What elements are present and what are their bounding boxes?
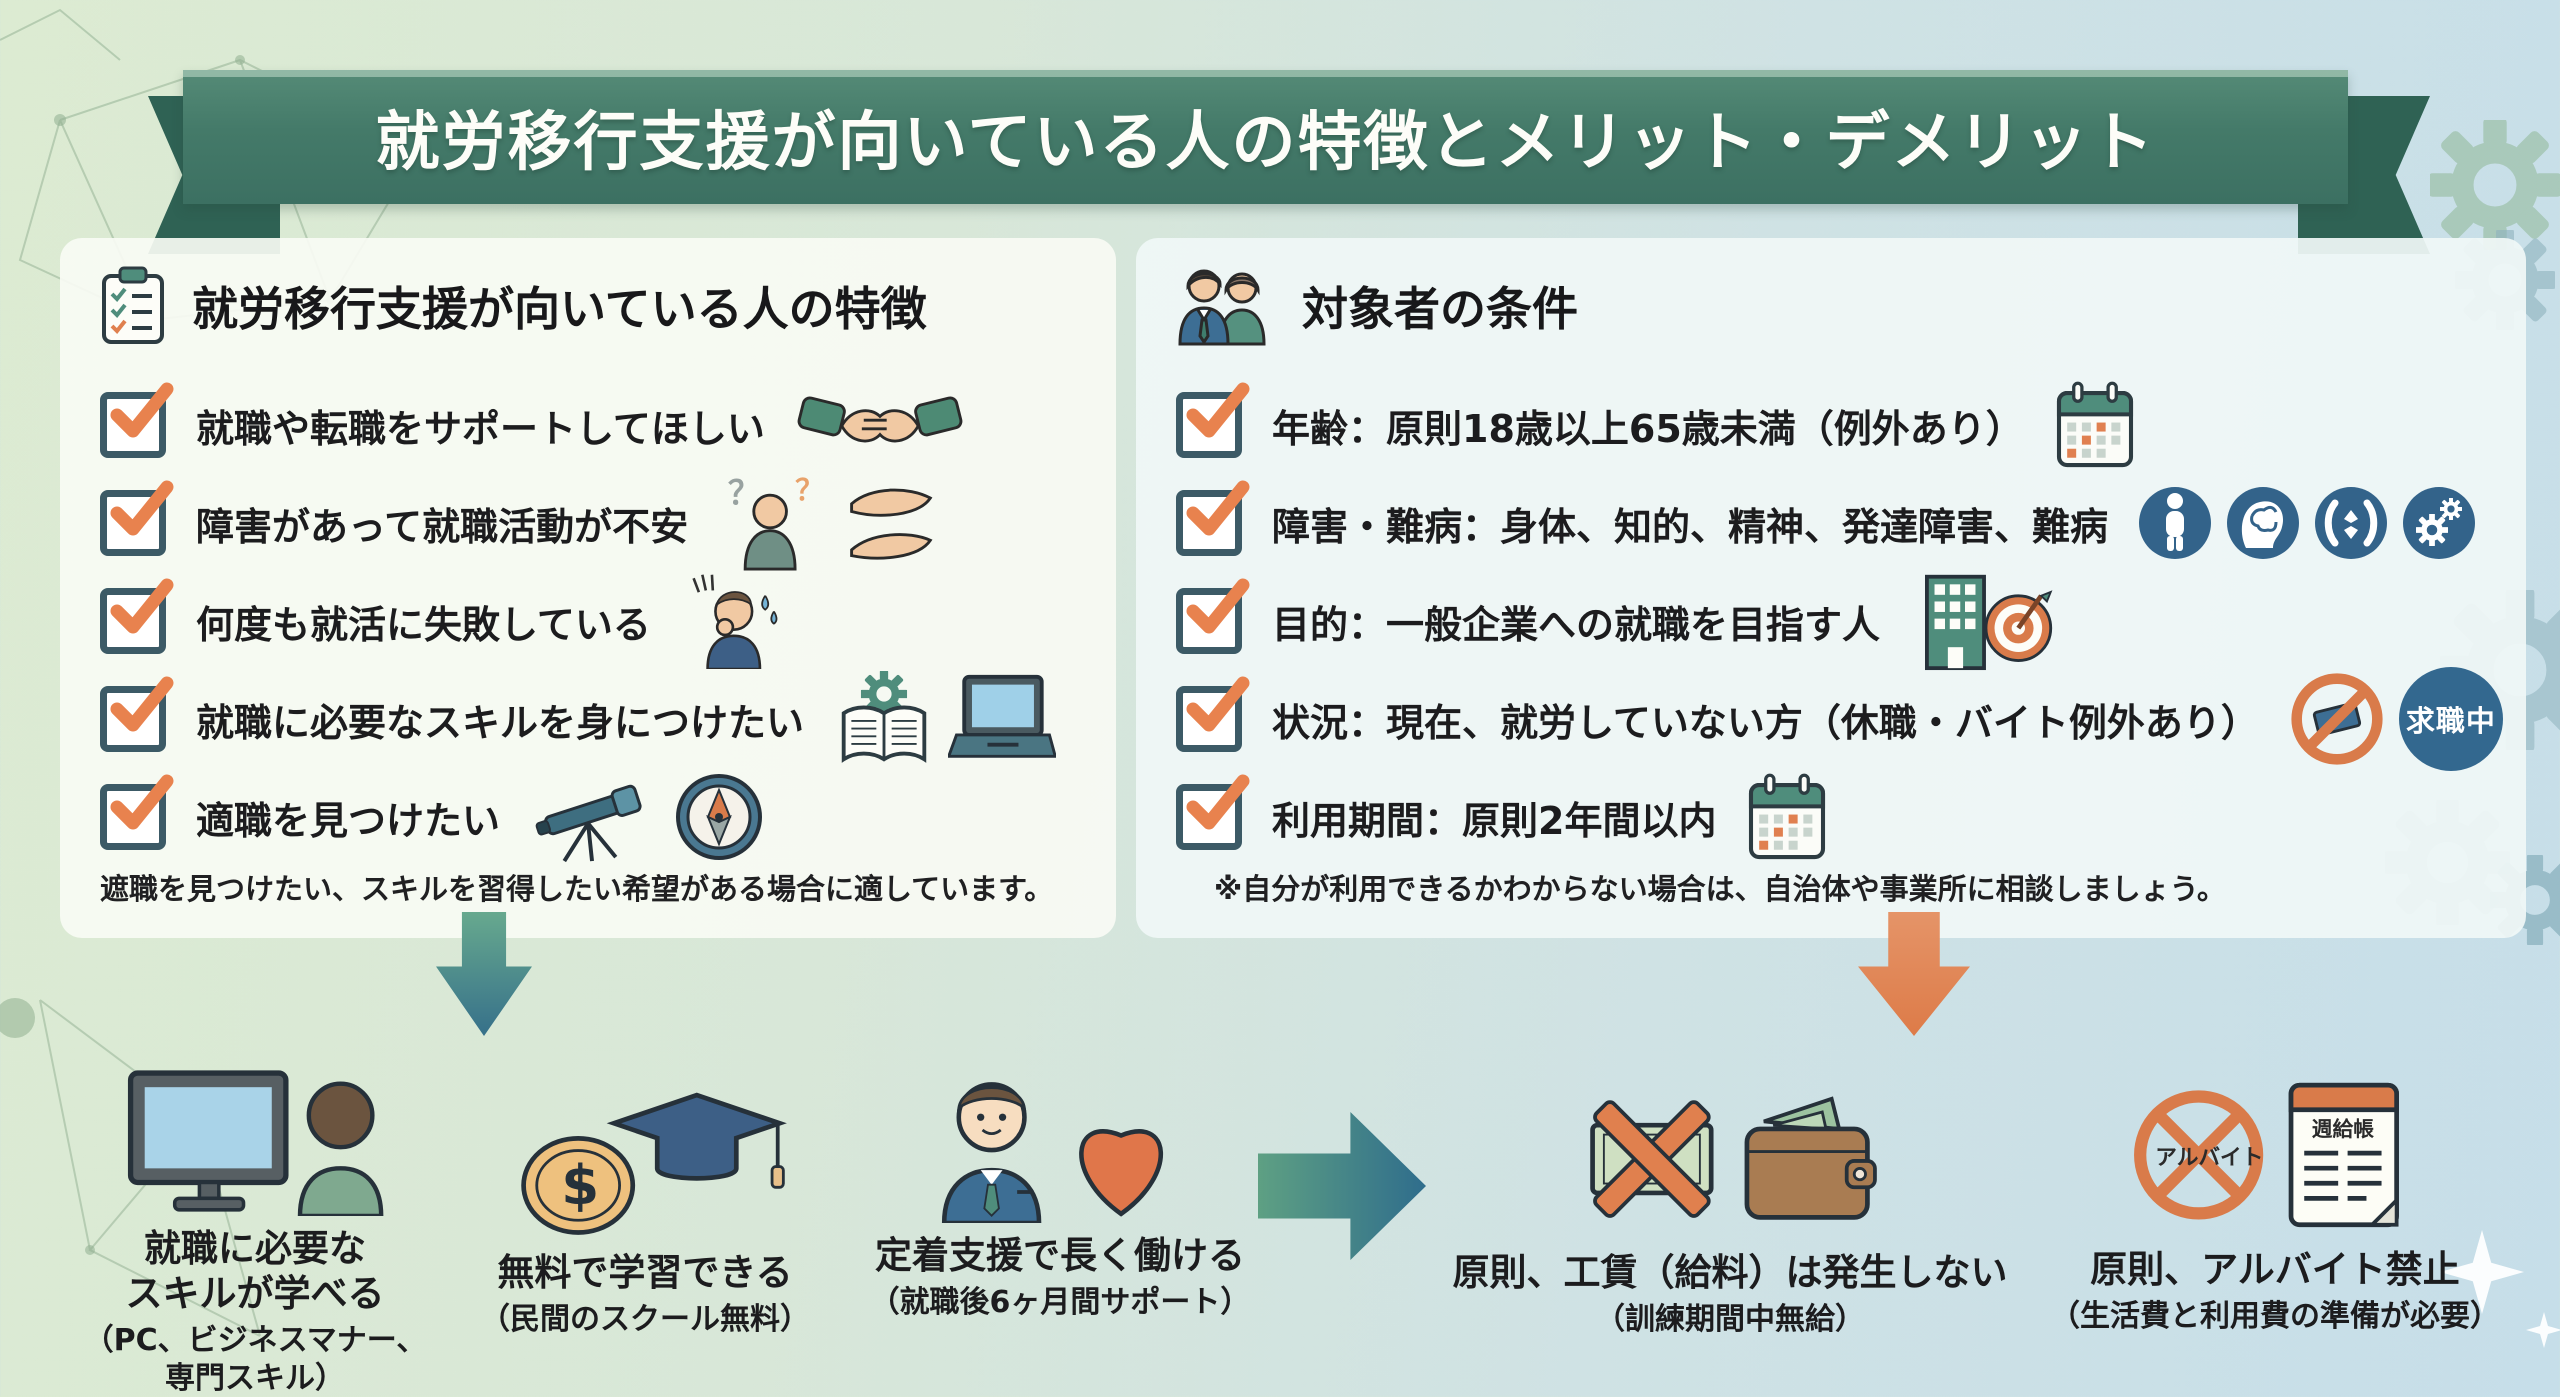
svg-text:週給帳: 週給帳: [2312, 1117, 2374, 1141]
demerit-title: 原則、アルバイト禁止: [2090, 1247, 2460, 1292]
checkbox-icon: [100, 392, 166, 458]
checkbox-icon: [1176, 784, 1242, 850]
flow-arrow-right: [1258, 1112, 1426, 1260]
condition-item: 利用期間：原則2年間以内: [1176, 768, 2486, 866]
laptop-icon: [948, 673, 1056, 765]
checkbox-icon: [1176, 392, 1242, 458]
caring-hands-circle-icon: [2314, 486, 2388, 560]
svg-text:アルバイト: アルバイト: [2155, 1145, 2263, 1170]
merit-free-learning: $ 無料で学習できる （民間のスクール無料）: [455, 1080, 835, 1339]
heart-icon: [1081, 1131, 1160, 1213]
svg-text:$: $: [561, 1153, 599, 1217]
calendar-icon: [2054, 380, 2136, 470]
checkbox-icon: [1176, 490, 1242, 556]
merit-subtitle: （PC、ビジネスマナー、 専門スキル）: [84, 1322, 427, 1397]
eligibility-panel: 対象者の条件 年齢：原則18歳以上65歳未満（例外あり） 障害・難病：身体、知的…: [1136, 238, 2526, 938]
businessman-icon: [944, 1084, 1039, 1223]
dollar-coin-icon: $: [524, 1138, 633, 1232]
ribbon-band: 就労移行支援が向いている人の特徴とメリット・デメリット: [183, 70, 2348, 204]
condition-item: 障害・難病：身体、知的、精神、発達障害、難病: [1176, 474, 2486, 572]
merit-title: 就職に必要な スキルが学べる: [126, 1226, 385, 1316]
merit-subtitle: （就職後6ヶ月間サポート）: [870, 1284, 1251, 1322]
demerit-title: 原則、工賃（給料）は発生しない: [1453, 1250, 2008, 1295]
no-parttime-icon: アルバイト: [2140, 1097, 2263, 1214]
checkbox-icon: [100, 784, 166, 850]
eligibility-note: ※自分が利用できるかわからない場合は、自治体や事業所に相談しましょう。: [1214, 866, 2486, 908]
crossed-money-icon: [1593, 1100, 1712, 1218]
feature-item: 就職や転職をサポートしてほしい: [100, 376, 1076, 474]
condition-item: 目的：一般企業への就職を目指す人: [1176, 572, 2486, 670]
checklist-clipboard-icon: [100, 266, 166, 346]
person-back-icon: [300, 1084, 381, 1216]
page-title: 就労移行支援が向いている人の特徴とメリット・デメリット: [375, 91, 2155, 183]
feature-item: 障害があって就職活動が不安 ？ ？: [100, 474, 1076, 572]
checkbox-icon: [100, 490, 166, 556]
feature-item: 適職を見つけたい: [100, 768, 1076, 866]
job-seeking-badge: 求職中: [2399, 667, 2503, 771]
demerit-no-wages: 原則、工賃（給料）は発生しない （訓練期間中無給）: [1445, 1080, 2015, 1339]
merit-title: 定着支援で長く働ける: [875, 1233, 1245, 1278]
demerit-no-parttime: アルバイト 週給帳 原則、アルバイト禁止 （生活費と利用費の準備が必要）: [2010, 1072, 2540, 1336]
demerit-subtitle: （生活費と利用費の準備が必要）: [2050, 1298, 2500, 1336]
merit-subtitle: （民間のスクール無料）: [480, 1301, 810, 1339]
handshake-icon: [795, 382, 965, 468]
merit-skills: 就職に必要な スキルが学べる （PC、ビジネスマナー、 専門スキル）: [70, 1066, 440, 1397]
telescope-icon: [530, 770, 660, 864]
eligibility-heading: 対象者の条件: [1302, 273, 1578, 339]
crying-person-icon: [681, 573, 797, 669]
helping-hands-icon: [842, 475, 938, 571]
checkbox-icon: [1176, 686, 1242, 752]
demerit-subtitle: （訓練期間中無給）: [1595, 1301, 1865, 1339]
checkbox-icon: [100, 686, 166, 752]
wallet-icon: [1747, 1099, 1875, 1218]
no-money-icon: [2289, 671, 2385, 767]
features-panel: 就労移行支援が向いている人の特徴 就職や転職をサポートしてほしい 障害があって就…: [60, 238, 1116, 938]
checkbox-icon: [100, 588, 166, 654]
book-gear-icon: [834, 671, 934, 767]
merit-title: 無料で学習できる: [497, 1250, 792, 1295]
brain-circle-icon: [2226, 486, 2300, 560]
compass-icon: [674, 772, 764, 862]
features-note: 遮職を見つけたい、スキルを習得したい希望がある場合に適しています。: [100, 866, 1076, 908]
graduation-cap-icon: [614, 1095, 783, 1187]
anxious-person-icon: ？ ？: [718, 475, 828, 571]
monitor-icon: [131, 1073, 286, 1210]
building-icon: [1927, 577, 1984, 668]
merit-retention-support: 定着支援で長く働ける （就職後6ヶ月間サポート）: [840, 1068, 1280, 1322]
svg-text:？: ？: [795, 475, 824, 507]
condition-item: 状況：現在、就労していない方（休職・バイト例外あり） 求職中: [1176, 670, 2486, 768]
body-circle-icon: [2138, 486, 2212, 560]
payslip-icon: 週給帳: [2291, 1085, 2397, 1225]
features-heading: 就労移行支援が向いている人の特徴: [192, 273, 927, 339]
building-target-icon: [1910, 571, 2060, 671]
target-icon: [1986, 592, 2051, 661]
condition-item: 年齢：原則18歳以上65歳未満（例外あり）: [1176, 376, 2486, 474]
feature-item: 就職に必要なスキルを身につけたい: [100, 670, 1076, 768]
feature-item: 何度も就活に失敗している: [100, 572, 1076, 670]
people-pair-icon: [1176, 266, 1276, 346]
checkbox-icon: [1176, 588, 1242, 654]
gears-circle-icon: [2402, 486, 2476, 560]
calendar-icon: [1746, 772, 1828, 862]
